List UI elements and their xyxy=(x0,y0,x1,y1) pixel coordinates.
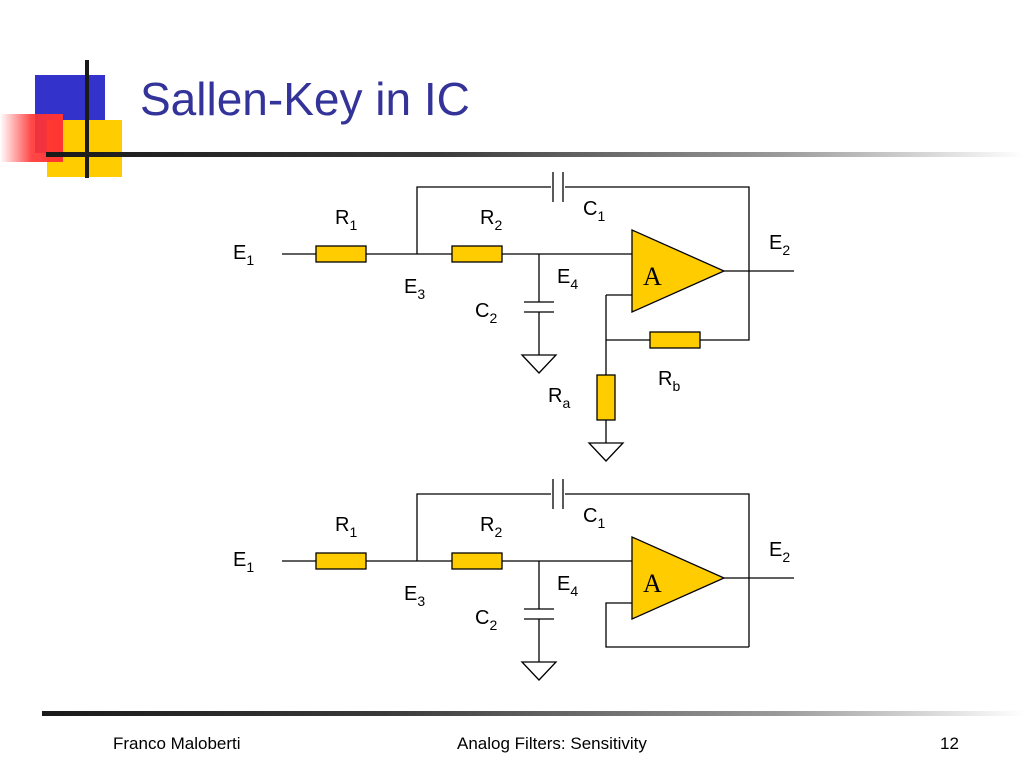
label-e2: E2 xyxy=(769,539,790,565)
label-ra: Ra xyxy=(548,385,570,411)
wire xyxy=(605,602,749,648)
resistor-r2 xyxy=(451,552,503,570)
resistor-r1 xyxy=(315,245,367,263)
resistor-r2 xyxy=(451,245,503,263)
label-r2: R2 xyxy=(480,514,502,540)
circuit-bottom-labels: A E1 R1 R2 C1 E2 E3 E4 C2 xyxy=(233,505,790,633)
resistor-rb xyxy=(649,331,701,349)
label-r1: R1 xyxy=(335,514,357,540)
slide-title: Sallen-Key in IC xyxy=(140,73,470,125)
deco-vertical-bar xyxy=(85,60,89,178)
opamp-label: A xyxy=(643,569,662,598)
wire xyxy=(416,186,551,254)
label-e1: E1 xyxy=(233,242,254,268)
circuit-bottom xyxy=(282,479,794,681)
label-rb: Rb xyxy=(658,368,680,394)
resistor-r1 xyxy=(315,552,367,570)
label-e3: E3 xyxy=(404,276,425,302)
footer-rule xyxy=(42,711,1024,716)
wire xyxy=(565,493,750,647)
label-r2: R2 xyxy=(480,207,502,233)
opamp xyxy=(631,535,726,621)
label-e2: E2 xyxy=(769,232,790,258)
resistor-ra xyxy=(596,374,616,421)
footer-course: Analog Filters: Sensitivity xyxy=(457,734,647,753)
title-rule xyxy=(46,152,1024,157)
ground-icon xyxy=(520,661,558,681)
label-c1: C1 xyxy=(583,198,605,224)
label-c2: C2 xyxy=(475,300,497,326)
page-number: 12 xyxy=(940,734,959,753)
label-e3: E3 xyxy=(404,583,425,609)
opamp-label: A xyxy=(643,262,662,291)
circuit-top xyxy=(282,172,794,462)
label-r1: R1 xyxy=(335,207,357,233)
label-c2: C2 xyxy=(475,607,497,633)
opamp xyxy=(631,228,726,314)
circuit-top-labels: A E1 R1 R2 C1 E2 E3 E4 C2 Rb Ra xyxy=(233,198,790,411)
wire xyxy=(416,493,551,561)
label-e4: E4 xyxy=(557,266,578,292)
wire xyxy=(565,186,750,341)
label-e1: E1 xyxy=(233,549,254,575)
footer-author: Franco Maloberti xyxy=(113,734,241,753)
label-c1: C1 xyxy=(583,505,605,531)
title-decoration xyxy=(0,60,1024,178)
ground-icon xyxy=(520,354,558,374)
label-e4: E4 xyxy=(557,573,578,599)
ground-icon xyxy=(587,442,625,462)
